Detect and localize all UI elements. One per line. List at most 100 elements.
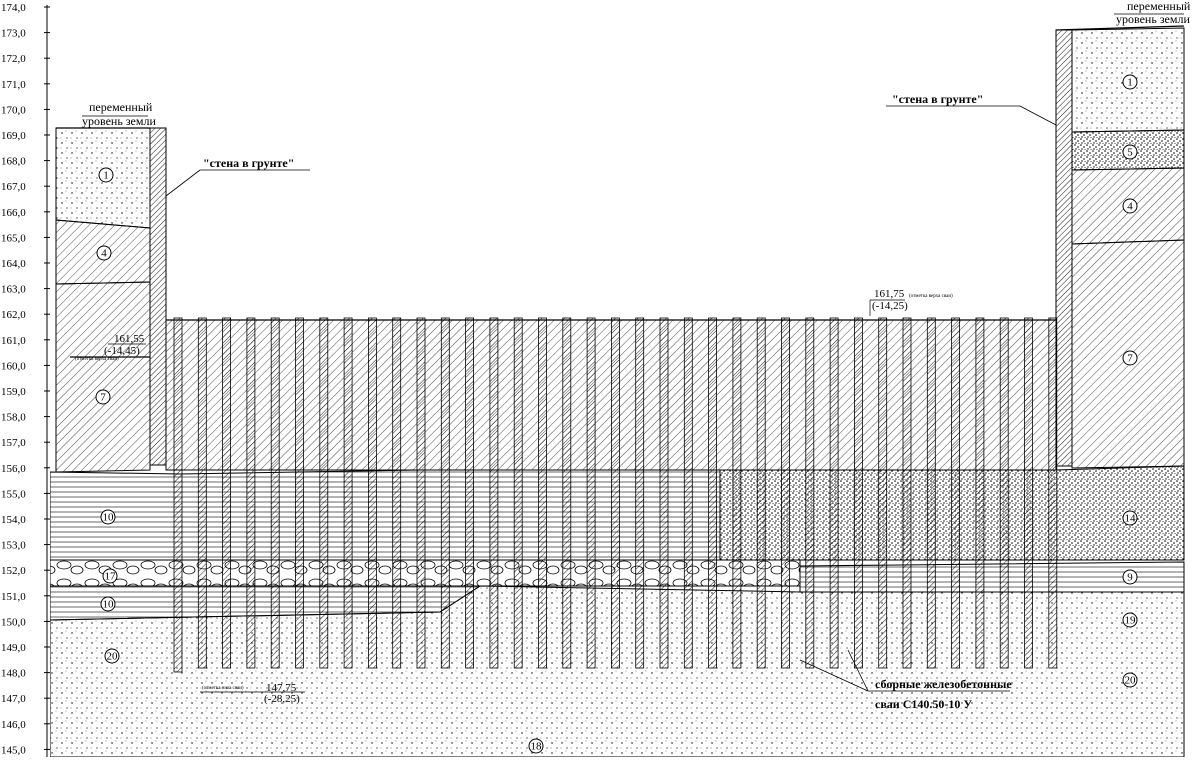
pile <box>854 317 863 669</box>
axis-tick-label: 158,0 <box>1 412 26 424</box>
pile <box>343 317 353 669</box>
pile <box>878 317 888 669</box>
pile-top-note: (отметка верха сваи) <box>909 294 953 299</box>
pile <box>635 317 645 669</box>
layer-number: 4 <box>1127 201 1133 213</box>
pile <box>222 317 232 669</box>
pile-bottom-note: (отметка низа сваи) <box>202 686 244 691</box>
axis-tick-label: 148,0 <box>1 668 26 680</box>
axis-tick-label: 150,0 <box>1 616 26 628</box>
axis-tick-label: 147,0 <box>1 693 26 705</box>
pile <box>975 317 985 669</box>
pile-bottom-elev-rel: (-28,25) <box>264 693 300 705</box>
axis-tick-label: 165,0 <box>1 232 26 244</box>
axis-tick-label: 164,0 <box>1 258 26 270</box>
layer-marker-circle <box>100 509 116 525</box>
axis-tick-label: 157,0 <box>1 437 26 449</box>
layer-marker: 5 <box>1122 144 1138 160</box>
pile <box>295 317 304 669</box>
layer-number: 7 <box>100 392 106 404</box>
axis-tick-label: 171,0 <box>1 79 26 91</box>
left-ground-label-1: переменный <box>89 100 153 114</box>
pile <box>781 317 790 669</box>
pile <box>683 317 693 669</box>
pile <box>732 317 742 669</box>
axis-tick-label: 166,0 <box>1 207 26 219</box>
axis-tick-label: 170,0 <box>1 104 26 116</box>
layer-marker-circle <box>104 648 120 664</box>
axis-tick-label: 154,0 <box>1 514 26 526</box>
pile <box>489 317 499 669</box>
pile <box>538 317 547 669</box>
layer-number: 20 <box>107 651 119 663</box>
axis-tick-label: 172,0 <box>1 53 26 65</box>
pile <box>926 317 936 669</box>
pile <box>270 317 280 669</box>
layer-number: 14 <box>1125 513 1137 525</box>
layer-number: 18 <box>531 741 543 753</box>
pile <box>586 317 596 669</box>
layer-marker-circle <box>96 245 112 261</box>
layer-marker: 18 <box>528 738 544 754</box>
pile <box>173 317 183 673</box>
pile <box>513 317 523 669</box>
layer-marker-circle <box>100 596 116 612</box>
pile <box>1048 317 1058 669</box>
axis-tick-label: 152,0 <box>1 565 26 577</box>
right-ground-label-2: уровень земли <box>1116 12 1190 26</box>
right-ground-label-1: переменный <box>1127 0 1191 13</box>
layer-marker: 7 <box>1122 350 1138 366</box>
layer-marker-circle <box>1122 74 1138 90</box>
layer-marker-circle <box>1122 198 1138 214</box>
layer-marker-circle <box>98 167 114 183</box>
axis-tick-label: 168,0 <box>1 156 26 168</box>
pile <box>416 317 426 669</box>
pile <box>319 317 329 669</box>
axis-tick-label: 151,0 <box>1 591 26 603</box>
layer-number: 7 <box>1127 353 1133 365</box>
layer-marker-circle <box>1122 672 1138 688</box>
left-ground-label-2: уровень земли <box>82 114 156 128</box>
pile <box>805 317 815 669</box>
layer-marker: 1 <box>1122 74 1138 90</box>
axis-tick-label: 160,0 <box>1 360 26 372</box>
layer-marker-circle <box>95 389 111 405</box>
layer-number: 9 <box>1127 572 1133 584</box>
piles-label-line2: сваи С140.50-10 У <box>875 697 972 711</box>
layer-number: 1 <box>1127 77 1133 89</box>
pile-top-elev: 161,75 <box>874 288 905 300</box>
layer-marker: 10 <box>100 509 116 525</box>
layer-marker: 20 <box>1122 672 1138 688</box>
pile <box>829 317 839 669</box>
axis-tick-label: 174,0 <box>1 2 26 14</box>
layer-number: 17 <box>105 571 117 583</box>
pile <box>999 317 1009 669</box>
pile <box>246 317 256 669</box>
layer-number: 5 <box>1127 147 1133 159</box>
layer-marker: 9 <box>1122 569 1138 585</box>
pile <box>659 317 669 669</box>
axis-tick-label: 159,0 <box>1 386 26 398</box>
axis-tick-label: 167,0 <box>1 181 26 193</box>
layer-marker-circle <box>528 738 544 754</box>
layer-marker: 7 <box>95 389 111 405</box>
left-elev-top: 161,55 <box>114 333 145 345</box>
layer-marker: 1 <box>98 167 114 183</box>
piles-label-line1: сборные железобетонные <box>875 677 1012 691</box>
pile-top-elev-rel: (-14,25) <box>872 300 908 312</box>
layer-number: 4 <box>101 248 107 260</box>
pile <box>1024 317 1033 669</box>
layer-marker: 4 <box>1122 198 1138 214</box>
pile <box>562 317 572 669</box>
layer-marker-circle <box>1122 612 1138 628</box>
left-diaphragm-wall <box>149 127 167 466</box>
axis-tick-label: 161,0 <box>1 335 26 347</box>
layer-number: 10 <box>103 512 115 524</box>
pile <box>756 317 766 669</box>
axis-tick-label: 156,0 <box>1 463 26 475</box>
layer-marker: 4 <box>96 245 112 261</box>
axis-tick-label: 146,0 <box>1 719 26 731</box>
pile <box>611 317 620 669</box>
piles-group <box>166 317 1058 673</box>
